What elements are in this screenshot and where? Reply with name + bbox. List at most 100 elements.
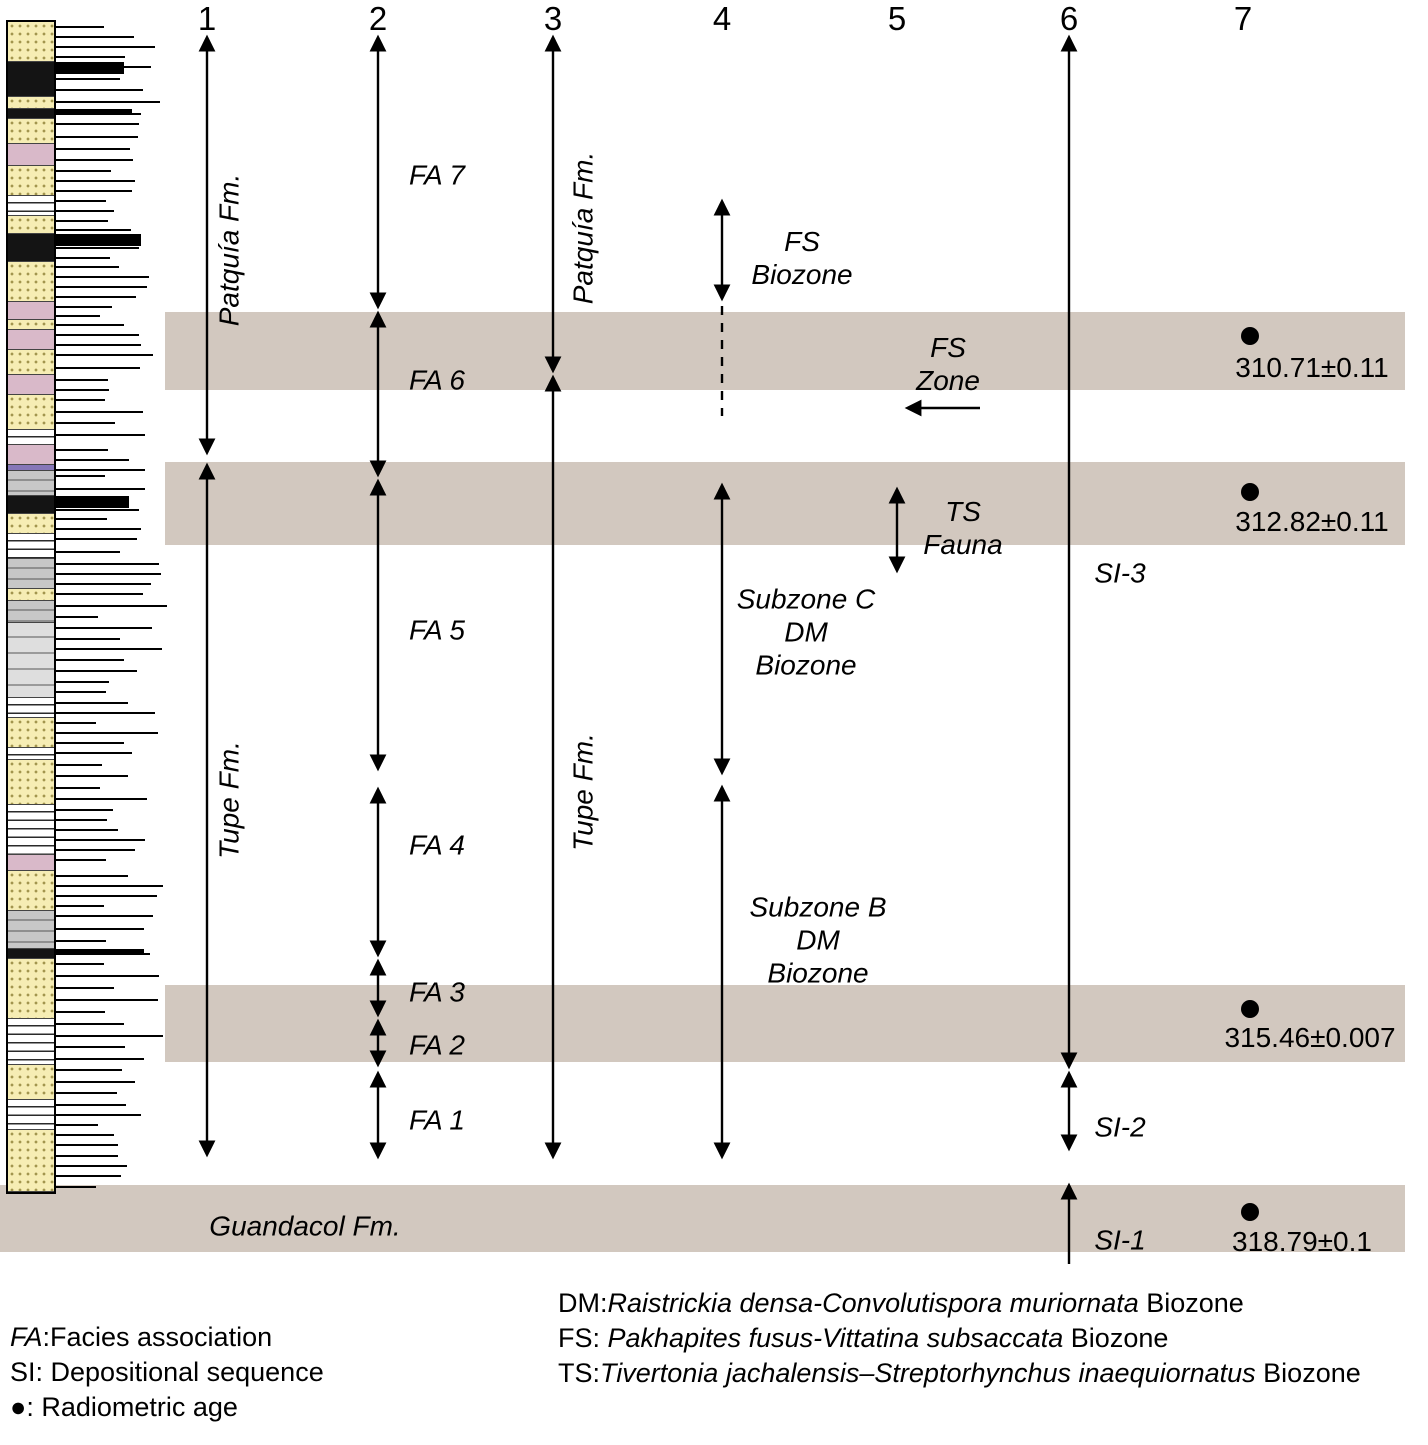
litho-segment-lam bbox=[8, 748, 54, 760]
bed-line bbox=[54, 786, 101, 789]
bed-line bbox=[54, 334, 139, 336]
bed-line bbox=[54, 764, 102, 766]
age-value-1: 310.71±0.11 bbox=[1235, 352, 1389, 383]
litho-segment-coal bbox=[8, 234, 54, 262]
fa3-label: FA 3 bbox=[408, 976, 466, 1008]
coal-bed bbox=[54, 496, 130, 508]
litho-segment-ss bbox=[8, 959, 54, 1019]
legend-ts-species: Tivertonia jachalensis–Streptorhynchus i… bbox=[600, 1358, 1256, 1388]
bed-line bbox=[54, 1011, 106, 1013]
litho-segment-lam bbox=[8, 698, 54, 718]
patquia-label-col3: Patquía Fm. bbox=[567, 151, 599, 305]
bed-line bbox=[54, 159, 133, 161]
bed-line bbox=[54, 987, 115, 989]
si3-label: SI-3 bbox=[1094, 557, 1146, 589]
bed-line bbox=[54, 1092, 117, 1095]
patquia-label-col1: Patquía Fm. bbox=[213, 173, 245, 327]
legend-fs-abbr: FS: bbox=[558, 1323, 608, 1353]
bed-line bbox=[54, 742, 125, 744]
tupe-label-col3: Tupe Fm. bbox=[567, 733, 599, 851]
bed-line bbox=[54, 593, 143, 595]
bed-line bbox=[54, 885, 164, 887]
bed-line bbox=[54, 637, 120, 640]
bed-line bbox=[54, 1023, 124, 1025]
bed-line bbox=[54, 895, 157, 897]
bed-line bbox=[54, 36, 134, 38]
fs-zone-line1: FS bbox=[930, 332, 966, 363]
litho-segment-ss bbox=[8, 119, 54, 144]
bed-line bbox=[54, 669, 138, 672]
bed-line bbox=[54, 752, 133, 754]
bed-line bbox=[54, 732, 159, 734]
bed-line bbox=[54, 459, 130, 461]
bed-line bbox=[54, 379, 109, 381]
bed-line bbox=[54, 648, 163, 651]
subzone-c-label: Subzone C DM Biozone bbox=[737, 583, 876, 682]
legend-left: FA:Facies association SI: Depositional s… bbox=[10, 1320, 324, 1425]
subzone-b-line1: Subzone B bbox=[749, 891, 887, 923]
bed-line bbox=[54, 605, 168, 607]
bed-line bbox=[54, 809, 114, 811]
bed-line bbox=[54, 286, 148, 288]
bed-line bbox=[54, 399, 105, 401]
litho-segment-coal bbox=[8, 62, 54, 97]
bed-line bbox=[54, 1069, 122, 1071]
litho-segment-ss bbox=[8, 395, 54, 430]
bed-line bbox=[54, 518, 108, 520]
litho-segment-mud bbox=[8, 601, 54, 623]
subzone-b-line2: DM bbox=[796, 924, 840, 956]
bed-line bbox=[54, 797, 148, 800]
bed-line bbox=[54, 77, 120, 80]
bed-line bbox=[54, 1134, 115, 1136]
column-number-7: 7 bbox=[1233, 0, 1253, 37]
age-value-3: 315.46±0.007 bbox=[1224, 1022, 1396, 1053]
litho-segment-mud bbox=[8, 471, 54, 496]
legend-dm-suffix: Biozone bbox=[1138, 1288, 1244, 1318]
litho-segment-silt bbox=[8, 330, 54, 350]
litho-segment-lam bbox=[8, 1100, 54, 1130]
bed-line bbox=[54, 220, 108, 222]
highlight-band-1 bbox=[165, 312, 1405, 390]
subzone-c-line2: DM bbox=[784, 616, 828, 648]
litho-segment-ss bbox=[8, 97, 54, 109]
litho-segment-mudl bbox=[8, 623, 54, 698]
bed-line bbox=[54, 487, 146, 490]
fs-biozone-line1: FS bbox=[784, 226, 820, 257]
litho-segment-lam bbox=[8, 1019, 54, 1065]
bed-line bbox=[54, 1034, 164, 1037]
bed-line bbox=[54, 180, 136, 182]
bed-line bbox=[54, 680, 109, 683]
legend-dm-species: Raistrickia densa-Convolutispora muriorn… bbox=[607, 1288, 1139, 1318]
fs-zone-line2: Zone bbox=[916, 365, 980, 396]
bed-line bbox=[54, 550, 121, 553]
bed-line bbox=[54, 563, 159, 565]
column-number-1: 1 bbox=[197, 0, 217, 37]
bed-line bbox=[54, 475, 105, 477]
litho-segment-ss bbox=[8, 1065, 54, 1100]
legend-fs: FS: Pakhapites fusus-Vittatina subsaccat… bbox=[558, 1321, 1361, 1356]
bed-line bbox=[54, 410, 143, 413]
fs-biozone-label: FS Biozone bbox=[751, 225, 852, 291]
column-number-2: 2 bbox=[368, 0, 388, 37]
bed-line bbox=[54, 616, 99, 618]
fa7-label: FA 7 bbox=[408, 159, 466, 191]
bed-line bbox=[54, 276, 150, 278]
legend-right: DM:Raistrickia densa-Convolutispora muri… bbox=[558, 1286, 1361, 1391]
bed-line bbox=[54, 829, 118, 831]
bed-line bbox=[54, 702, 129, 704]
bed-line bbox=[54, 449, 108, 451]
bed-line bbox=[54, 366, 140, 369]
litho-segment-lam bbox=[8, 430, 54, 445]
fa4-label: FA 4 bbox=[408, 829, 466, 861]
legend-dot-icon: ● bbox=[10, 1392, 27, 1422]
coal-bed bbox=[54, 62, 124, 74]
fa1-label: FA 1 bbox=[408, 1104, 466, 1136]
legend-ts: TS:Tivertonia jachalensis–Streptorhynchu… bbox=[558, 1356, 1361, 1391]
litho-segment-ss bbox=[8, 760, 54, 805]
litho-segment-ss bbox=[8, 166, 54, 196]
fs-biozone-line2: Biozone bbox=[751, 259, 853, 290]
bed-line bbox=[54, 170, 111, 172]
bed-line bbox=[54, 775, 128, 778]
coal-bed bbox=[54, 109, 133, 115]
